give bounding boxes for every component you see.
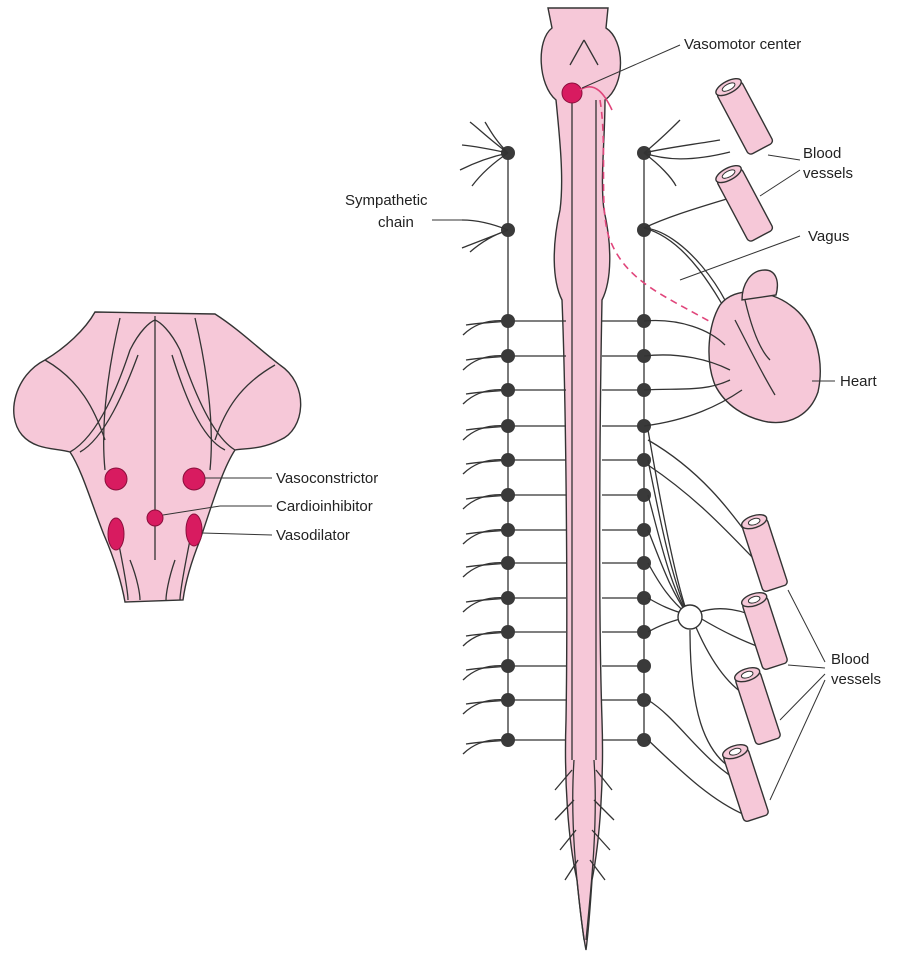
- heart: [709, 270, 835, 423]
- vasoconstrictor-label: Vasoconstrictor: [276, 470, 378, 487]
- vasodilator-right-nucleus: [186, 514, 202, 546]
- chain-ganglion: [501, 625, 515, 639]
- chain-ganglion: [501, 383, 515, 397]
- chain-ganglion: [501, 556, 515, 570]
- heart-label: Heart: [840, 373, 878, 390]
- chain-ganglion: [501, 419, 515, 433]
- cardioinhibitor-nucleus: [147, 510, 163, 526]
- chain-ganglion: [501, 659, 515, 673]
- collateral-ganglion: [678, 605, 702, 629]
- chain-ganglion: [637, 659, 651, 673]
- chain-ganglion: [501, 349, 515, 363]
- blood-vessel-top-2: [713, 162, 773, 242]
- chain-ganglion: [501, 314, 515, 328]
- vagus-label: Vagus: [808, 228, 849, 245]
- sympathetic-chain-label-line1: Sympathetic: [345, 192, 428, 209]
- vagus-nerve-path: [600, 100, 740, 340]
- vasoconstrictor-left-nucleus: [105, 468, 127, 490]
- blood-vessels-top-label-line1: Blood: [803, 145, 841, 162]
- cardioinhibitor-label: Cardioinhibitor: [276, 498, 373, 515]
- blood-vessels-bottom-label-line1: Blood: [831, 651, 869, 668]
- vasodilator-left-nucleus: [108, 518, 124, 550]
- chain-ganglion: [501, 488, 515, 502]
- chain-ganglion: [501, 523, 515, 537]
- chain-ganglion: [637, 556, 651, 570]
- blood-vessels-bottom-label-line2: vessels: [831, 671, 881, 688]
- vasomotor-center-nucleus: [562, 83, 582, 103]
- chain-ganglion: [501, 591, 515, 605]
- left-spinal-roots: [463, 321, 508, 754]
- chain-ganglion: [637, 523, 651, 537]
- chain-ganglion: [501, 733, 515, 747]
- vasodilator-label: Vasodilator: [276, 527, 350, 544]
- chain-ganglion: [501, 453, 515, 467]
- blood-vessels-bottom-leaders: [770, 590, 825, 800]
- blood-vessel-bottom-3: [733, 665, 781, 745]
- chain-ganglion: [501, 693, 515, 707]
- spinal-cord: [541, 8, 620, 950]
- blood-vessels-top-label-line2: vessels: [803, 165, 853, 182]
- vasoconstrictor-right-nucleus: [183, 468, 205, 490]
- brainstem: Vasoconstrictor Cardioinhibitor Vasodila…: [14, 312, 379, 602]
- blood-vessel-bottom-2: [740, 590, 788, 670]
- sympathetic-chain-label-line2: chain: [378, 214, 414, 231]
- vasomotor-center-label: Vasomotor center: [684, 36, 801, 53]
- blood-vessel-bottom-4: [721, 742, 769, 822]
- blood-vessel-top-1: [713, 75, 773, 155]
